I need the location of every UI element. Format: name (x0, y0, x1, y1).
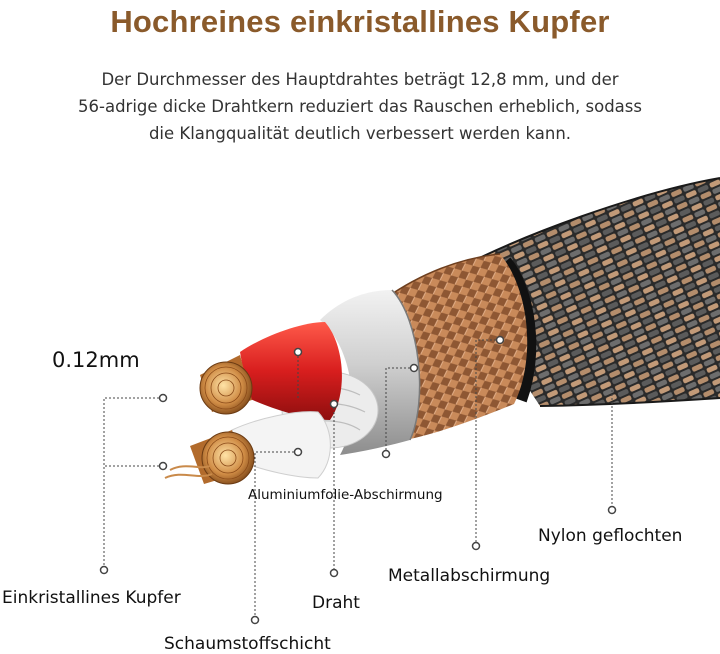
page-title: Hochreines einkristallines Kupfer (110, 4, 610, 39)
foil-label: Aluminiumfolie-Abschirmung (248, 487, 443, 503)
upper-insulated-wire (240, 322, 342, 420)
foam-label: Schaumstoffschicht (164, 634, 331, 654)
lower-copper-core (164, 430, 255, 485)
metal-braid-shield (385, 253, 528, 440)
lower-insulated-wire (231, 411, 331, 479)
callout-lines (103, 339, 613, 620)
nylon-label: Nylon geflochten (538, 526, 683, 546)
upper-copper-core (199, 355, 253, 415)
copper-label: Einkristallines Kupfer (2, 588, 181, 608)
description-line-1: Der Durchmesser des Hauptdrahtes beträgt… (101, 70, 619, 89)
copper-leader-upper (103, 397, 163, 570)
foil-leader (385, 367, 414, 454)
metal-leader (475, 339, 500, 546)
aluminium-foil-layer (320, 289, 421, 455)
callout-dots (99, 335, 617, 625)
description-line-2: 56-adrige dicke Drahtkern reduziert das … (78, 97, 642, 116)
wire-label: Draht (312, 593, 360, 613)
strand-size-label: 0.12mm (52, 348, 140, 372)
metal-shield-label: Metallabschirmung (388, 566, 551, 586)
foam-leader (254, 451, 298, 620)
description-line-3: die Klangqualität deutlich verbessert we… (148, 124, 572, 143)
description: Der Durchmesser des Hauptdrahtes beträgt… (40, 66, 680, 147)
